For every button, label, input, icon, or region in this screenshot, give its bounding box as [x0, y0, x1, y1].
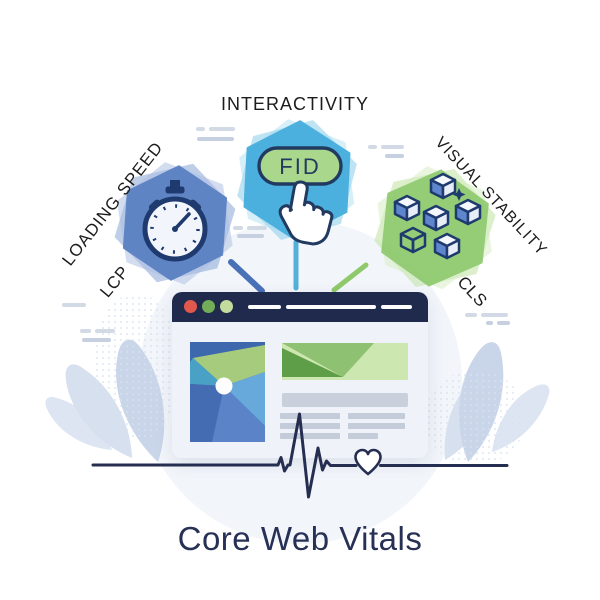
fid-badge: FID: [237, 119, 357, 246]
focal-dot: [215, 377, 233, 395]
interactivity-label: INTERACTIVITY: [220, 94, 369, 114]
lcp-badge: [114, 162, 236, 285]
fid-button-label: FID: [279, 154, 320, 179]
text-placeholder-row: [348, 423, 405, 429]
traffic-light-green: [202, 300, 215, 313]
titlebar-line: [286, 305, 376, 309]
titlebar-line: [381, 305, 412, 309]
sparkle-star-icon: [452, 188, 466, 201]
cls-badge: [374, 166, 496, 290]
text-placeholder-wide: [282, 393, 408, 407]
browser-titlebar: [172, 292, 428, 322]
stopwatch-icon: [142, 180, 208, 262]
titlebar-line: [248, 305, 281, 309]
hero-image-right: [282, 343, 408, 380]
tap-cursor-icon: [278, 180, 334, 246]
page-title: Core Web Vitals: [177, 520, 423, 557]
browser-window: [172, 292, 428, 458]
connector-cls-line: [331, 262, 369, 293]
connector-lcp-line: [228, 259, 265, 294]
text-placeholder-row: [348, 433, 378, 439]
traffic-light-red: [184, 300, 197, 313]
hero-image-left: [190, 342, 265, 442]
text-placeholder-row: [280, 413, 340, 419]
text-placeholder-row: [280, 423, 340, 429]
cubes-icon: [393, 172, 482, 260]
dot-texture-right: [426, 372, 524, 464]
fid-button: FID: [257, 146, 343, 186]
traffic-light-light-green: [220, 300, 233, 313]
text-placeholder-row: [280, 433, 340, 439]
text-placeholder-row: [348, 413, 405, 419]
browser-body: [172, 322, 428, 458]
